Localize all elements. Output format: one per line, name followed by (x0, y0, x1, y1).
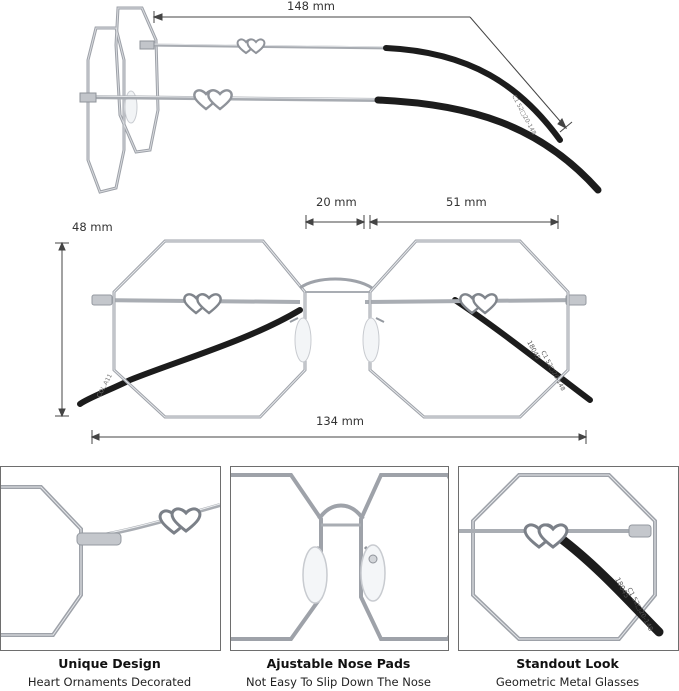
glasses-front-view: 18045 C1 52□20-148 COL.A11 (55, 215, 593, 444)
temple-length-label: 148 mm (287, 0, 336, 13)
bridge-width-label: 20 mm (316, 195, 357, 209)
heart-ornament-icon (523, 523, 569, 549)
feature-subtitle-2: Not Easy To Slip Down The Nose (246, 675, 431, 689)
detail-panel-geometric-look: 18045 C1 52□20-148 (458, 466, 679, 651)
feature-subtitle-1: Heart Ornaments Decorated (27, 675, 192, 689)
heart-ornament-icon (193, 89, 233, 111)
heart-ornament-icon (158, 507, 202, 535)
feature-title-3: Standout Look (516, 656, 619, 671)
feature-title-2: Ajustable Nose Pads (266, 656, 411, 671)
detail-panel-nose-pads (230, 466, 449, 651)
detail-panel-heart-ornament (0, 466, 221, 651)
heart-ornament-icon (236, 38, 266, 55)
frame-width-label: 134 mm (316, 414, 365, 428)
heart-ornament-icon (459, 293, 498, 315)
feature-subtitle-3: Geometric Metal Glasses (495, 675, 640, 689)
lens-height-label: 48 mm (72, 220, 113, 234)
heart-ornament-icon (183, 293, 222, 315)
lens-width-label: 51 mm (446, 195, 487, 209)
feature-title-1: Unique Design (58, 656, 161, 671)
glasses-side-view: C1 52□20-148 (79, 6, 602, 194)
